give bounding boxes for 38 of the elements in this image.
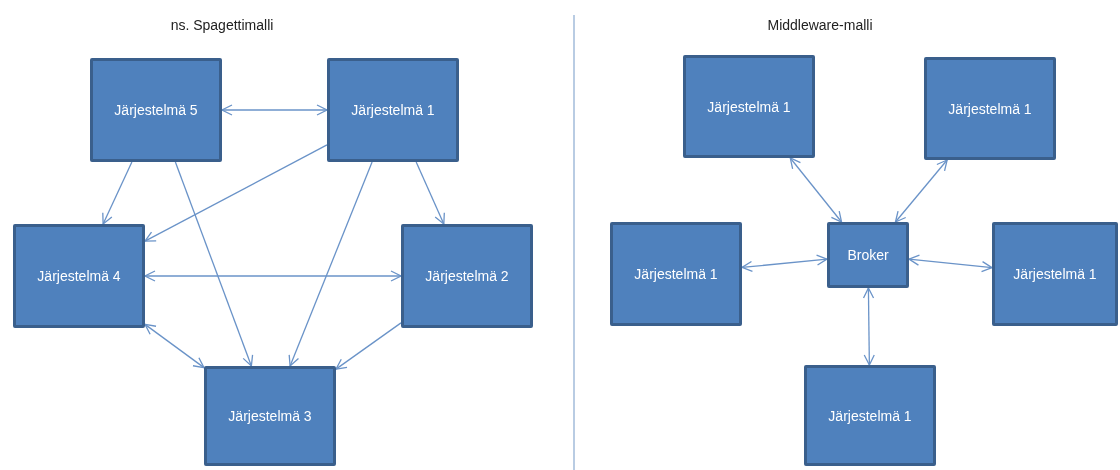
arrow bbox=[862, 287, 875, 366]
arrow bbox=[908, 254, 993, 273]
system-box bbox=[683, 55, 815, 158]
node-label: Broker bbox=[847, 247, 889, 263]
node-label: Järjestelmä 1 bbox=[634, 266, 718, 282]
arrow bbox=[144, 270, 402, 282]
node-label: Järjestelmä 1 bbox=[707, 98, 791, 115]
system-box bbox=[827, 222, 909, 288]
node-label: Järjestelmä 4 bbox=[37, 268, 121, 284]
node-label: Järjestelmä 1 bbox=[828, 407, 912, 424]
system-box bbox=[13, 224, 145, 328]
node-label: Järjestelmä 1 bbox=[1013, 266, 1097, 282]
node-label: Järjestelmä 2 bbox=[425, 268, 509, 284]
arrow bbox=[789, 157, 843, 223]
node-label: Järjestelmä 1 bbox=[948, 100, 1032, 117]
arrow bbox=[894, 159, 948, 223]
arrow bbox=[102, 161, 133, 225]
arrow bbox=[174, 161, 254, 367]
node-label: Järjestelmä 5 bbox=[114, 102, 198, 118]
system-box bbox=[204, 366, 336, 466]
system-box bbox=[992, 222, 1118, 326]
system-box bbox=[327, 58, 459, 162]
arrow bbox=[288, 161, 373, 367]
system-box bbox=[924, 57, 1056, 160]
system-box bbox=[90, 58, 222, 162]
diagram-heading: Middleware-malli bbox=[767, 17, 873, 33]
arrow bbox=[144, 323, 205, 369]
node-label: Järjestelmä 3 bbox=[228, 408, 312, 424]
arrow bbox=[741, 254, 828, 273]
system-box bbox=[610, 222, 742, 326]
system-box bbox=[401, 224, 533, 328]
diagram-heading: ns. Spagettimalli bbox=[170, 17, 274, 33]
arrow bbox=[415, 161, 445, 225]
arrow bbox=[221, 104, 328, 116]
node-label: Järjestelmä 1 bbox=[351, 102, 435, 118]
arrow bbox=[144, 144, 328, 242]
system-box bbox=[804, 365, 936, 466]
arrow bbox=[335, 322, 402, 370]
